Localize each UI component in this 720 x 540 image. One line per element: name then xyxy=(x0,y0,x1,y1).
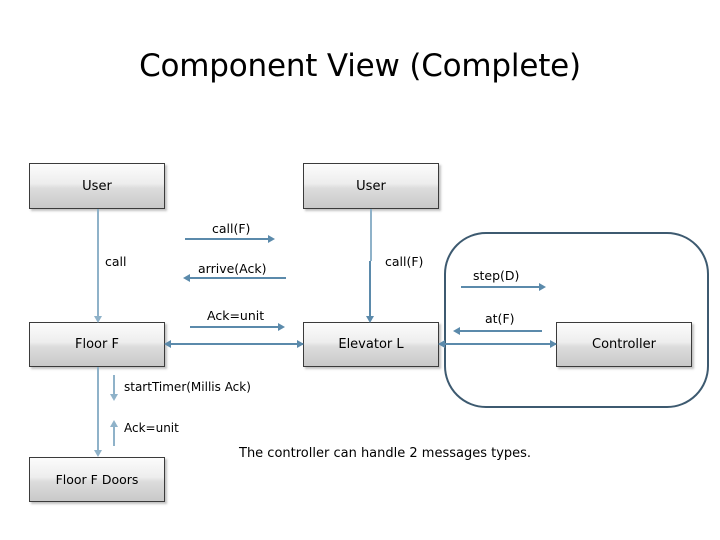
connector-user-left-to-floor xyxy=(97,209,99,319)
connector-elevator-controller xyxy=(443,343,556,345)
arrowhead-start-timer xyxy=(110,394,118,401)
message-call-f-right: call(F) xyxy=(385,254,424,269)
message-ack-unit-mid: Ack=unit xyxy=(207,308,265,323)
node-label: User xyxy=(82,178,112,194)
message-ack-unit-doors: Ack=unit xyxy=(124,421,179,435)
connector-step-d xyxy=(461,286,541,288)
arrowhead-elevator-to-controller xyxy=(550,340,557,348)
arrowhead-user-right-to-elevator xyxy=(366,316,374,323)
node-label: Controller xyxy=(592,337,656,352)
arrowhead-floor-to-doors xyxy=(94,450,102,457)
page-title: Component View (Complete) xyxy=(139,48,581,84)
connector-start-timer xyxy=(113,375,115,397)
arrowhead-arrive-ack xyxy=(183,274,190,282)
connector-at-f xyxy=(458,330,542,332)
node-label: User xyxy=(356,178,386,194)
message-step-d: step(D) xyxy=(473,268,520,283)
controller-group-boundary xyxy=(444,232,709,408)
connector-call-f-mid xyxy=(185,238,270,240)
arrowhead-ack-unit-doors xyxy=(110,420,118,427)
message-at-f: at(F) xyxy=(485,311,515,326)
message-call: call xyxy=(105,254,127,269)
arrowhead-at-f xyxy=(453,327,460,335)
slide-caption: The controller can handle 2 messages typ… xyxy=(239,446,532,461)
arrowhead-floor-to-elevator xyxy=(297,340,304,348)
connector-floor-elevator xyxy=(169,343,303,345)
node-controller[interactable]: Controller xyxy=(556,322,692,367)
arrowhead-call-f-mid xyxy=(268,235,275,243)
arrowhead-ack-unit-mid xyxy=(278,323,285,331)
node-user-left[interactable]: User xyxy=(29,163,165,209)
connector-ack-unit-mid xyxy=(190,326,280,328)
node-label: Elevator L xyxy=(338,337,404,352)
connector-ack-unit-doors xyxy=(113,424,115,446)
message-start-timer: startTimer(Millis Ack) xyxy=(124,380,251,394)
node-user-right[interactable]: User xyxy=(303,163,439,209)
node-label: Floor F xyxy=(75,337,119,352)
message-arrive-ack: arrive(Ack) xyxy=(198,261,267,276)
message-call-f-mid: call(F) xyxy=(212,221,251,236)
arrowhead-elevator-to-floor xyxy=(164,340,171,348)
arrowhead-user-left-to-floor xyxy=(94,316,102,323)
connector-user-right-to-elevator-lower xyxy=(369,261,371,319)
connector-floor-to-doors xyxy=(97,367,99,455)
connector-user-right-to-elevator-upper xyxy=(370,209,372,261)
arrowhead-controller-to-elevator xyxy=(438,340,445,348)
node-floor-f[interactable]: Floor F xyxy=(29,322,165,367)
node-floor-f-doors[interactable]: Floor F Doors xyxy=(29,457,165,502)
node-elevator-l[interactable]: Elevator L xyxy=(303,322,439,367)
connector-arrive-ack xyxy=(188,277,286,279)
arrowhead-step-d xyxy=(539,283,546,291)
node-label: Floor F Doors xyxy=(55,472,139,487)
